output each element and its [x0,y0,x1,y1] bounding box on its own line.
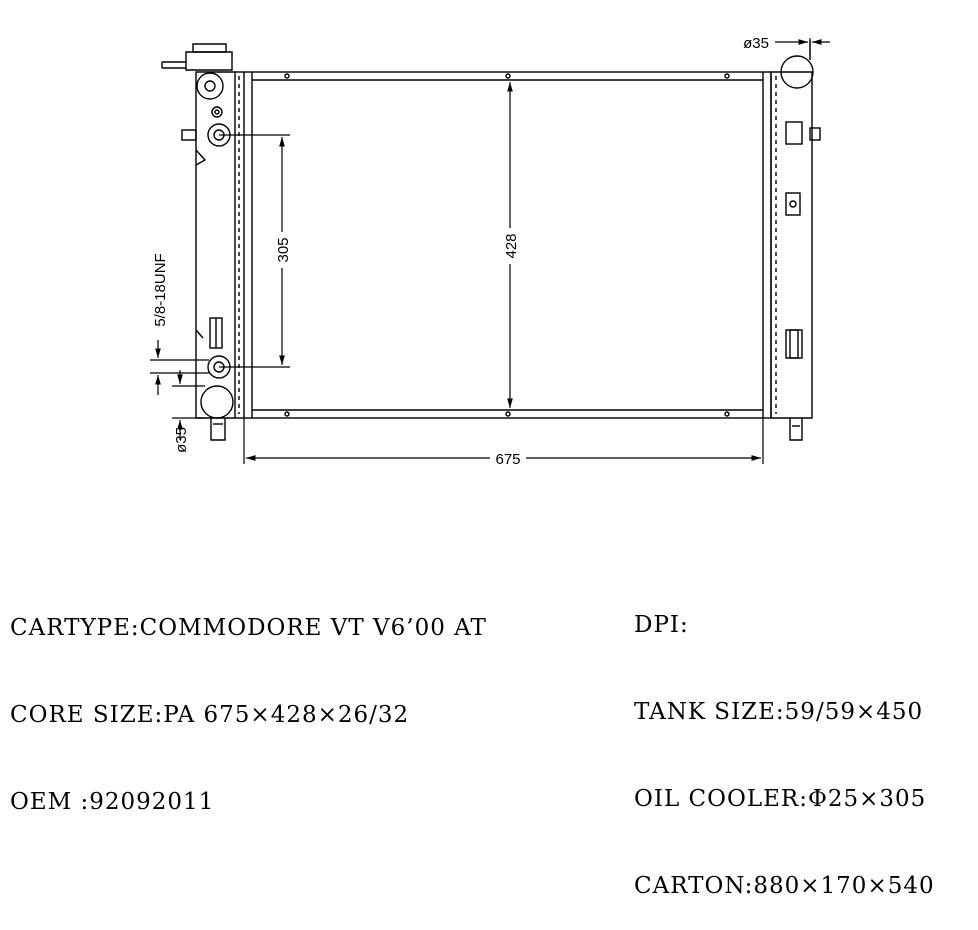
label-width: 675 [495,451,520,468]
label-inlet-dia: ø35 [743,35,769,52]
left-tank [195,71,244,419]
label-thread: 5/8-18UNF [152,253,169,326]
right-drain-spigot [789,418,803,441]
right-inlet-pipe [780,40,814,89]
spec-core-size: CORE SIZE:PA 675×428×26/32 [10,702,410,728]
label-oil-cooler-spacing: 305 [275,237,292,262]
left-upper-fitting [196,72,224,118]
dim-thread [150,340,209,395]
spec-oem: OEM :92092011 [10,789,215,815]
spec-cartype: CARTYPE:COMMODORE VT V6’00 AT [10,615,487,641]
left-outlet-pipe [200,385,234,441]
dim-outlet-dia [172,370,205,440]
right-tank [770,71,821,419]
label-height: 428 [503,233,520,258]
radiator-core [243,71,772,419]
spec-block-left: CARTYPE:COMMODORE VT V6’00 AT CORE SIZE:… [10,556,487,846]
oil-cooler-lower-fitting [207,317,231,379]
spec-carton: CARTON:880×170×540 [634,873,935,899]
filler-cap [161,43,233,71]
spec-dpi: DPI: [634,612,689,638]
spec-tank-size: TANK SIZE:59/59×450 [634,699,924,725]
radiator-technical-drawing: 675 428 305 5/8-18UNF ø35 ø35 [150,35,830,468]
label-outlet-dia: ø35 [173,427,190,453]
dim-inlet-dia [775,38,830,56]
spec-block-right: DPI: TANK SIZE:59/59×450 OIL COOLER:Φ25×… [634,553,935,930]
spec-oil-cooler: OIL COOLER:Φ25×305 [634,786,927,812]
